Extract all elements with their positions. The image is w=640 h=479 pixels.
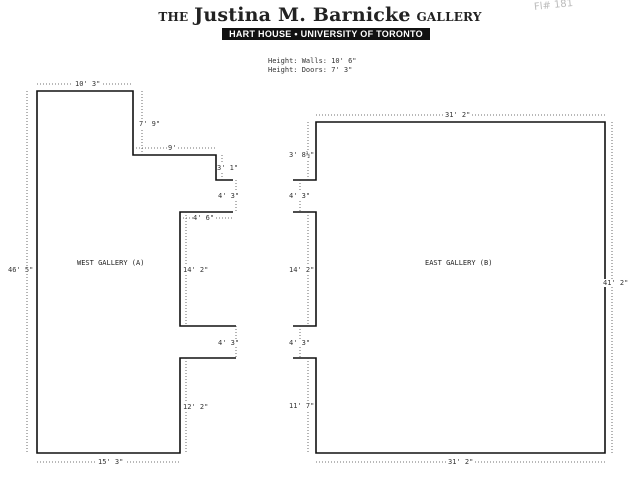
- east-middle-wall-dim: 14' 2": [289, 266, 315, 274]
- height-walls: Height: Walls: 10' 6": [268, 57, 357, 65]
- west-inner-top-dim: 4' 6": [193, 214, 215, 222]
- height-doors: Height: Doors: 7' 3": [268, 66, 353, 74]
- west-lower-wall-dim: 12' 2": [183, 403, 209, 411]
- west-left-dim: 46' 5": [8, 266, 34, 274]
- east-right-dim: 41' 2": [603, 279, 629, 287]
- west-door-lower-dim: 4' 3": [218, 339, 240, 347]
- west-gallery-label: WEST GALLERY (A): [77, 259, 145, 267]
- west-top-dim: 10' 3": [73, 80, 103, 88]
- east-gallery-label: EAST GALLERY (B): [425, 259, 493, 267]
- east-gallery-walls: [293, 121, 606, 454]
- east-door-lower-dim: 4' 3": [289, 339, 311, 347]
- west-step-dim: 9': [168, 144, 177, 152]
- west-gallery-walls: [36, 90, 236, 454]
- title-gallery: GALLERY: [416, 10, 482, 24]
- dimension-lines: [26, 83, 613, 463]
- title-the: THE: [158, 10, 189, 24]
- west-notch-dim: 7' 9": [139, 120, 161, 128]
- title-name: Justina M. Barnicke: [194, 4, 411, 26]
- gallery-subtitle: HART HOUSE • UNIVERSITY OF TORONTO: [222, 28, 430, 40]
- east-door-upper-dim: 4' 3": [289, 192, 311, 200]
- east-lower-wall-dim: 11' 7": [289, 402, 315, 410]
- gallery-title: THE Justina M. Barnicke GALLERY: [0, 4, 640, 26]
- west-bottom-dim: 15' 3": [96, 458, 126, 466]
- west-inner-wall-dim: 14' 2": [183, 266, 209, 274]
- west-door-upper-dim: 4' 3": [218, 192, 240, 200]
- east-top-dim: 31' 2": [443, 111, 473, 119]
- east-bottom-dim: 31' 2": [446, 458, 476, 466]
- east-upper-short-dim: 3' 8½": [289, 151, 315, 159]
- west-upper-short-dim: 3' 1": [217, 164, 239, 172]
